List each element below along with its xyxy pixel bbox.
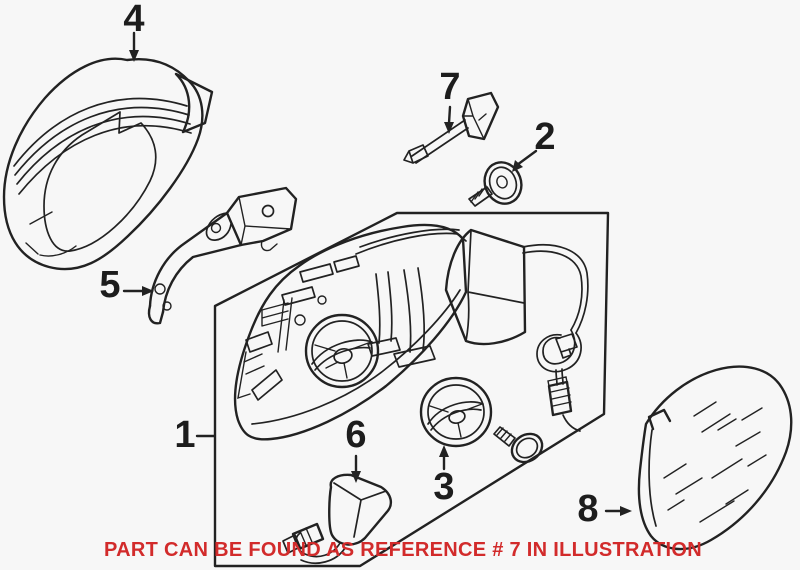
support-lever-part [403, 91, 500, 164]
part-label-5: 5 [99, 264, 121, 306]
label-3-arrow [439, 445, 449, 471]
housing-cap-part [2, 57, 214, 271]
part-label-7: 7 [439, 66, 461, 108]
assembly-detail [237, 351, 251, 400]
harness-connector [547, 380, 573, 417]
assembly-detail [277, 297, 293, 353]
label-7-arrow [444, 105, 454, 134]
glass-reflection-lines [663, 401, 767, 523]
part-label-1: 1 [174, 414, 196, 456]
label-2-arrow [512, 149, 538, 172]
actuator-ring [304, 313, 380, 389]
assembly-detail [317, 295, 327, 305]
assembly-detail [299, 263, 334, 283]
assembly-detail [281, 286, 316, 306]
assembly-detail [245, 331, 273, 353]
assembly-detail [294, 314, 306, 326]
assembly-detail [261, 302, 289, 327]
harness-plug [555, 333, 578, 359]
label-4-arrow [129, 31, 139, 62]
assembly-detail [243, 353, 265, 375]
wiring-harness [522, 243, 589, 432]
part-label-6: 6 [345, 414, 367, 456]
label-6-arrow [351, 454, 361, 483]
mirror-assembly-part [233, 223, 527, 441]
part-label-2: 2 [534, 116, 556, 158]
callout-arrows [122, 31, 632, 516]
label-8-arrow [604, 506, 632, 516]
part-label-3: 3 [433, 466, 455, 508]
screw-lower-part [493, 426, 544, 464]
bracket-part [147, 186, 298, 325]
part-label-4: 4 [123, 0, 145, 40]
caption-text: PART CAN BE FOUND AS REFERENCE # 7 IN IL… [104, 539, 702, 561]
part-label-8: 8 [577, 488, 599, 530]
assembly-detail [333, 255, 360, 273]
screw-upper-part [468, 161, 523, 207]
assembly-box [195, 211, 610, 568]
mirror-glass-part [637, 365, 793, 551]
motor-part [419, 376, 493, 448]
assembly-detail [251, 369, 283, 401]
label-5-arrow [122, 286, 154, 296]
turn-signal-part [282, 473, 393, 564]
